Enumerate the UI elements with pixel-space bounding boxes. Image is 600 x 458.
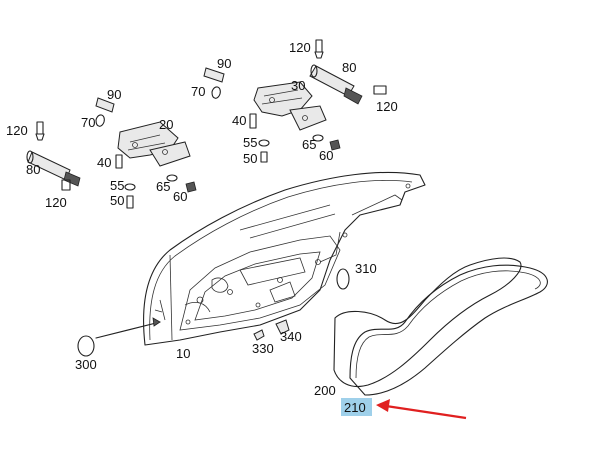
callout-40-mid: 40 xyxy=(232,113,246,128)
callout-50-mid: 50 xyxy=(243,151,257,166)
clip-340 xyxy=(275,319,290,335)
callout-65-left: 65 xyxy=(156,179,170,194)
callout-340: 340 xyxy=(280,329,302,344)
callout-50-left: 50 xyxy=(110,193,124,208)
callout-120-top: 120 xyxy=(289,40,311,55)
callout-55-left: 55 xyxy=(110,178,124,193)
plug-300 xyxy=(77,335,95,357)
callout-10: 10 xyxy=(176,346,190,361)
plug-310 xyxy=(336,268,350,290)
right-hinge-assembly xyxy=(203,39,387,163)
callout-55-mid: 55 xyxy=(243,135,257,150)
callout-310: 310 xyxy=(355,261,377,276)
callout-330: 330 xyxy=(252,341,274,356)
callout-120-left: 120 xyxy=(6,123,28,138)
callout-90-mid: 90 xyxy=(217,56,231,71)
leader-300 xyxy=(95,321,161,339)
callout-80-top: 80 xyxy=(342,60,356,75)
callout-80-left: 80 xyxy=(26,162,40,177)
door-panel xyxy=(143,171,426,346)
callout-30: 30 xyxy=(291,78,305,93)
callout-90-left: 90 xyxy=(107,87,121,102)
callout-labels: 120 80 120 90 70 30 40 55 50 65 60 90 70… xyxy=(6,40,398,416)
seal-200 xyxy=(333,257,522,388)
callout-65-mid: 65 xyxy=(302,137,316,152)
callout-300: 300 xyxy=(75,357,97,372)
callout-70-mid: 70 xyxy=(191,84,205,99)
left-hinge-assembly xyxy=(26,97,197,209)
callout-120-right: 120 xyxy=(376,99,398,114)
callout-200: 200 xyxy=(314,383,336,398)
callout-60-left: 60 xyxy=(173,189,187,204)
seal-210 xyxy=(349,264,548,396)
callout-210-highlight xyxy=(341,398,372,416)
callout-210: 210 xyxy=(344,400,366,415)
clip-330 xyxy=(253,329,265,341)
callout-70-left: 70 xyxy=(81,115,95,130)
callout-40-left: 40 xyxy=(97,155,111,170)
callout-120-bottom-left: 120 xyxy=(45,195,67,210)
callout-60-mid: 60 xyxy=(319,148,333,163)
red-arrow-icon xyxy=(376,399,467,420)
callout-20: 20 xyxy=(159,117,173,132)
